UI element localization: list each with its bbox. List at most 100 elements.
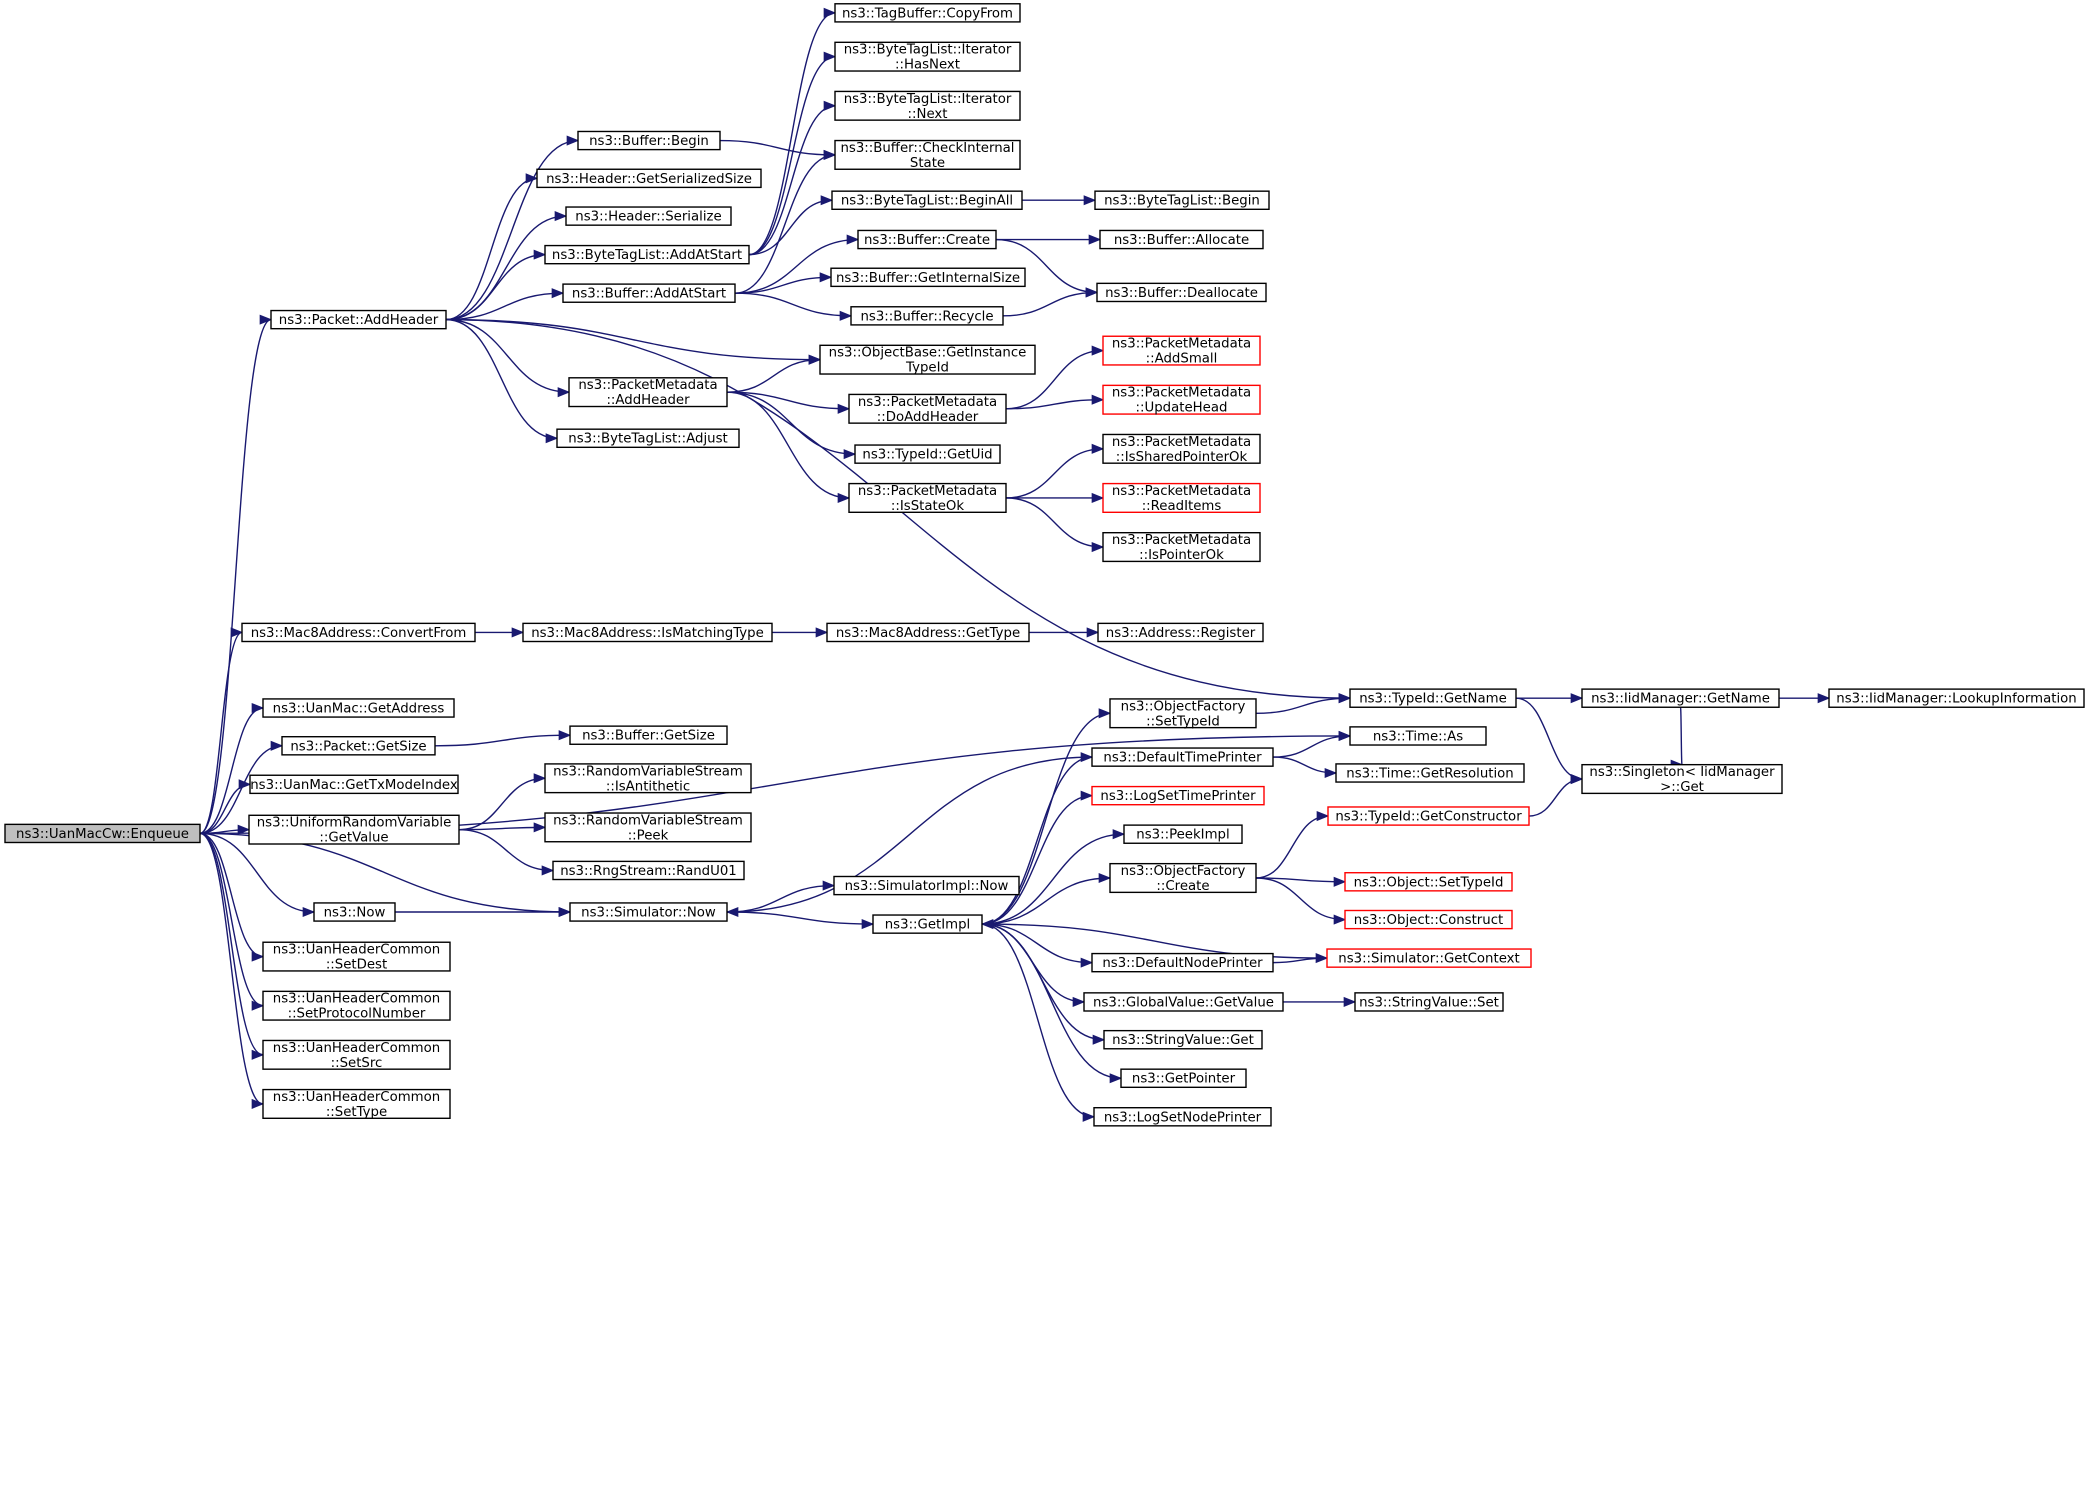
node-of_settypeid[interactable]: ns3::ObjectFactory::SetTypeId — [1109, 698, 1257, 729]
node-sim_getctx[interactable]: ns3::Simulator::GetContext — [1326, 948, 1532, 968]
node-buf_begin[interactable]: ns3::Buffer::Begin — [577, 130, 721, 151]
node-logsetnode[interactable]: ns3::LogSetNodePrinter — [1093, 1107, 1272, 1127]
node-p_addheader[interactable]: ns3::Packet::AddHeader — [270, 309, 447, 330]
node-uhc_setsrc[interactable]: ns3::UanHeaderCommon::SetSrc — [262, 1039, 451, 1071]
nodes-layer: ns3::UanMacCw::Enqueue ns3::Packet::AddHe… — [4, 3, 2085, 1127]
edge-tid_getctor-to-singleton_get — [1528, 773, 1584, 817]
edge-tid_getname-to-singleton_get — [1515, 697, 1584, 785]
edge-buf_recycle-to-buf_dealloc — [1002, 287, 1099, 317]
node-m8_convert[interactable]: ns3::Mac8Address::ConvertFrom — [241, 622, 476, 643]
node-box — [568, 377, 728, 408]
edge-deftimeprinter-to-time_as — [1272, 730, 1352, 758]
node-getpointer[interactable]: ns3::GetPointer — [1120, 1068, 1247, 1089]
node-uhc_setproto[interactable]: ns3::UanHeaderCommon::SetProtocolNumber — [262, 990, 451, 1022]
node-singleton_get[interactable]: ns3::Singleton< IidManager >::Get — [1581, 763, 1783, 795]
node-label: ns3::ByteTagList::Iterator — [844, 92, 1012, 107]
node-pm_readitems[interactable]: ns3::PacketMetadata::ReadItems — [1102, 482, 1261, 514]
node-label: ns3::PeekImpl — [1136, 828, 1229, 843]
node-urv_getvalue[interactable]: ns3::UniformRandomVariable::GetValue — [248, 814, 460, 846]
edge-getimpl-to-logsetnode — [981, 923, 1096, 1122]
node-deftimeprinter[interactable]: ns3::DefaultTimePrinter — [1091, 747, 1274, 767]
node-getimpl[interactable]: ns3::GetImpl — [872, 914, 983, 934]
node-iid_getname[interactable]: ns3::IidManager::GetName — [1581, 688, 1780, 708]
node-pm_isshared[interactable]: ns3::PacketMetadata::IsSharedPointerOk — [1102, 433, 1261, 465]
node-peekimpl[interactable]: ns3::PeekImpl — [1123, 824, 1243, 844]
node-btl_it_hasnext[interactable]: ns3::ByteTagList::Iterator::HasNext — [834, 41, 1021, 73]
node-box — [1349, 688, 1517, 708]
node-buf_dealloc[interactable]: ns3::Buffer::Deallocate — [1096, 282, 1267, 303]
edge-btl_addatstart-to-btl_it_next — [748, 100, 837, 256]
node-btl_begin[interactable]: ns3::ByteTagList::Begin — [1094, 190, 1270, 211]
node-uan_getaddr[interactable]: ns3::UanMac::GetAddress — [262, 698, 455, 718]
node-obj_construct[interactable]: ns3::Object::Construct — [1344, 909, 1513, 930]
node-box — [854, 444, 1001, 464]
node-pm_isptr[interactable]: ns3::PacketMetadata::IsPointerOk — [1102, 531, 1261, 563]
node-m8_ismatch[interactable]: ns3::Mac8Address::IsMatchingType — [522, 622, 773, 643]
node-time_as[interactable]: ns3::Time::As — [1349, 726, 1487, 746]
node-label: ns3::Address::Register — [1106, 626, 1256, 641]
node-rng_randu01[interactable]: ns3::RngStream::RandU01 — [552, 860, 745, 881]
node-btl_beginall[interactable]: ns3::ByteTagList::BeginAll — [831, 190, 1023, 211]
node-of_create[interactable]: ns3::ObjectFactory::Create — [1109, 862, 1257, 894]
node-buf_getinternal[interactable]: ns3::Buffer::GetInternalSize — [830, 267, 1026, 288]
node-addr_register[interactable]: ns3::Address::Register — [1097, 622, 1264, 643]
node-rvs_isanti[interactable]: ns3::RandomVariableStream::IsAntithetic — [544, 763, 752, 794]
node-box — [1349, 726, 1487, 746]
edge-buf_addatstart-to-buf_getinternal — [734, 272, 833, 294]
node-ns3_now[interactable]: ns3::Now — [313, 902, 396, 922]
node-box — [544, 763, 752, 794]
node-buf_allocate[interactable]: ns3::Buffer::Allocate — [1099, 229, 1264, 250]
node-tid_getctor[interactable]: ns3::TypeId::GetConstructor — [1327, 806, 1530, 826]
node-rvs_peek[interactable]: ns3::RandomVariableStream::Peek — [544, 812, 752, 843]
node-btl_it_next[interactable]: ns3::ByteTagList::Iterator::Next — [834, 90, 1021, 122]
edge-p_addheader-to-ob_getinst — [445, 318, 822, 365]
node-tid_getname[interactable]: ns3::TypeId::GetName — [1349, 688, 1517, 708]
node-m8_gettype[interactable]: ns3::Mac8Address::GetType — [826, 622, 1030, 643]
node-label: ns3::RandomVariableStream — [553, 764, 743, 779]
node-buf_recycle[interactable]: ns3::Buffer::Recycle — [850, 306, 1004, 326]
node-hdr_ser[interactable]: ns3::Header::Serialize — [565, 206, 732, 226]
node-pm_doadd[interactable]: ns3::PacketMetadata::DoAddHeader — [848, 393, 1007, 425]
node-label: ns3::RngStream::RandU01 — [560, 864, 737, 879]
node-pm_isstateok[interactable]: ns3::PacketMetadata::IsStateOk — [848, 482, 1007, 514]
node-box — [830, 267, 1026, 288]
node-buf_getsize[interactable]: ns3::Buffer::GetSize — [569, 725, 728, 745]
node-gv_getvalue[interactable]: ns3::GlobalValue::GetValue — [1083, 992, 1284, 1012]
node-btl_addatstart[interactable]: ns3::ByteTagList::AddAtStart — [544, 244, 750, 265]
node-tb_copyfrom[interactable]: ns3::TagBuffer::CopyFrom — [834, 3, 1021, 23]
node-pm_updatehead[interactable]: ns3::PacketMetadata::UpdateHead — [1102, 384, 1261, 416]
node-label: ns3::Packet::AddHeader — [279, 313, 439, 328]
node-pm_addheader[interactable]: ns3::PacketMetadata::AddHeader — [568, 377, 728, 408]
node-sv_set[interactable]: ns3::StringValue::Set — [1354, 992, 1504, 1012]
node-btl_adjust[interactable]: ns3::ByteTagList::Adjust — [556, 428, 740, 449]
edge-getimpl-to-defnodeprinter — [981, 923, 1094, 968]
node-sim_now[interactable]: ns3::Simulator::Now — [569, 902, 728, 922]
node-buf_create[interactable]: ns3::Buffer::Create — [857, 229, 997, 250]
node-sv_get[interactable]: ns3::StringValue::Get — [1103, 1029, 1263, 1050]
edge-pm_addheader-to-pm_isstateok — [726, 391, 851, 503]
node-hdr_getsize[interactable]: ns3::Header::GetSerializedSize — [536, 168, 762, 189]
node-time_getres[interactable]: ns3::Time::GetResolution — [1335, 763, 1525, 783]
edges-layer — [199, 7, 1831, 1122]
node-simimpl_now[interactable]: ns3::SimulatorImpl::Now — [833, 875, 1020, 896]
node-uhc_setdest[interactable]: ns3::UanHeaderCommon::SetDest — [262, 941, 451, 973]
node-p_getsize[interactable]: ns3::Packet::GetSize — [281, 736, 436, 756]
node-obj_settypeid[interactable]: ns3::Object::SetTypeId — [1344, 872, 1513, 892]
node-uan_gettxmode[interactable]: ns3::UanMac::GetTxModeIndex — [249, 774, 459, 795]
node-buf_addatstart[interactable]: ns3::Buffer::AddAtStart — [562, 283, 736, 303]
node-logsettime[interactable]: ns3::LogSetTimePrinter — [1091, 785, 1265, 806]
edge-pm_isstateok-to-pm_isptr — [1005, 497, 1105, 553]
node-tid_getuid[interactable]: ns3::TypeId::GetUid — [854, 444, 1001, 464]
node-box — [1102, 433, 1261, 464]
node-enqueue[interactable]: ns3::UanMacCw::Enqueue — [4, 823, 201, 844]
node-iid_lookup[interactable]: ns3::IidManager::LookupInformation — [1828, 688, 2085, 708]
edge-pm_doadd-to-pm_updatehead — [1005, 394, 1105, 410]
node-defnodeprinter[interactable]: ns3::DefaultNodePrinter — [1091, 952, 1274, 973]
edge-p_addheader-to-btl_adjust — [445, 318, 559, 444]
node-pm_addsmall[interactable]: ns3::PacketMetadata::AddSmall — [1102, 335, 1261, 367]
edge-pm_addheader-to-tid_getuid — [726, 391, 857, 460]
node-uhc_settype[interactable]: ns3::UanHeaderCommon::SetType — [262, 1088, 451, 1120]
edge-enqueue-to-uhc_setproto — [199, 832, 265, 1011]
